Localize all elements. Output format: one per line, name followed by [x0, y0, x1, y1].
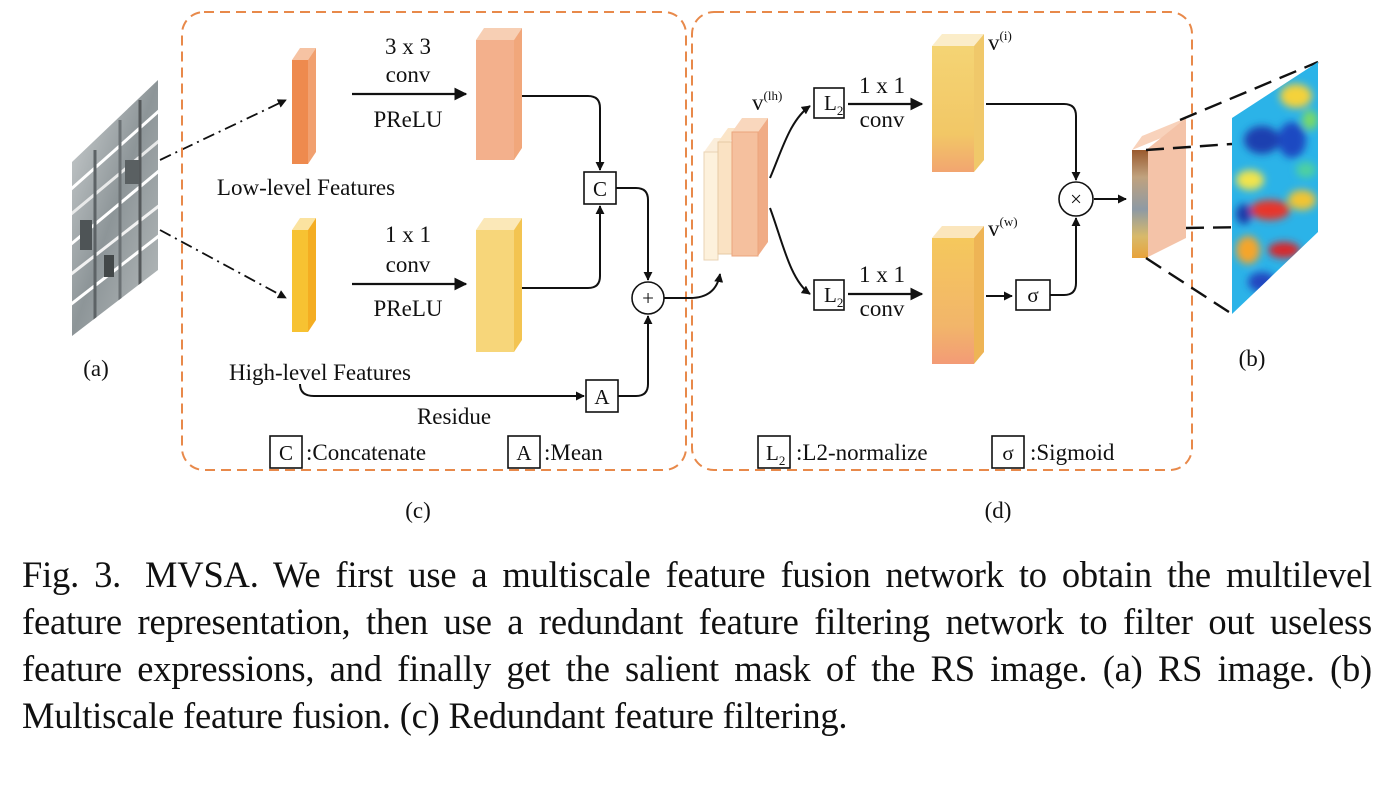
- sum-to-vlh-arrow: [664, 273, 724, 299]
- sum-symbol: +: [642, 286, 654, 310]
- low-level-features-label: Low-level Features: [217, 175, 395, 200]
- bottom-l2-symbol: L2: [824, 283, 843, 310]
- bottom-op-conv: conv: [860, 296, 905, 321]
- top-op-conv: conv: [860, 107, 905, 132]
- vw-feature-block: [932, 226, 984, 364]
- legend-sigmoid-text: :Sigmoid: [1030, 440, 1115, 465]
- vi-feature-block: [932, 34, 984, 172]
- legend-concatenate-symbol: C: [279, 441, 293, 465]
- top-op-kernel: 1 x 1: [859, 73, 905, 98]
- top-l2-symbol: L2: [824, 91, 843, 118]
- panel-label-b: (b): [1239, 346, 1266, 371]
- rs-image: [72, 80, 158, 336]
- concatenate-node: [583, 171, 617, 205]
- high-level-features-label: High-level Features: [229, 360, 411, 385]
- residue-arrow: [299, 383, 585, 401]
- mean-symbol: A: [594, 385, 610, 409]
- legend-l2-box: [757, 435, 791, 469]
- mean-to-sum-arrow: [618, 315, 653, 397]
- high-op-kernel: 1 x 1: [385, 222, 431, 247]
- vlh-label: v(lh): [752, 88, 782, 115]
- bottom-op-kernel: 1 x 1: [859, 262, 905, 287]
- top-l2-norm-node: [813, 87, 845, 119]
- high-op-activation: PReLU: [374, 296, 443, 321]
- high-level-conv-output-block: [476, 218, 522, 352]
- image-to-low-arrow: [159, 99, 287, 161]
- concat-to-sum-arrow: [616, 187, 653, 281]
- multiply-symbol: ×: [1070, 187, 1082, 211]
- low-level-feature-block: [292, 48, 316, 164]
- legend-mean-text: :Mean: [544, 440, 603, 465]
- bottom-l2-norm-node: [813, 279, 845, 311]
- vlh-to-top-arrow: [769, 105, 811, 179]
- fused-output-block: [1132, 118, 1186, 258]
- legend-mean-symbol: A: [516, 441, 532, 465]
- vw-label: v(w): [988, 214, 1018, 241]
- salient-heatmap: [1232, 62, 1318, 314]
- vi-label: v(i): [988, 28, 1012, 55]
- low-to-concat-arrow: [522, 95, 605, 171]
- legend-concatenate-box: [269, 435, 303, 469]
- legend-concatenate-text: :Concatenate: [306, 440, 426, 465]
- panel-label-c: (c): [405, 498, 431, 523]
- legend-sigmoid-symbol: σ: [1002, 441, 1013, 465]
- sigmoid-to-mult-arrow: [1050, 217, 1081, 296]
- panel-label-d: (d): [985, 498, 1012, 523]
- low-op-kernel: 3 x 3: [385, 34, 431, 59]
- legend-mean-box: [507, 435, 541, 469]
- concatenate-symbol: C: [593, 177, 607, 201]
- panel-label-a: (a): [83, 356, 109, 381]
- high-to-concat-arrow: [522, 205, 605, 289]
- multiscale-fusion-module: [181, 11, 687, 471]
- high-op-conv: conv: [386, 252, 431, 277]
- low-level-conv-output-block: [476, 28, 522, 160]
- vlh-to-bottom-arrow: [769, 207, 811, 295]
- vi-to-mult-arrow: [986, 103, 1081, 181]
- legend-l2-symbol: L2: [766, 441, 785, 468]
- low-op-conv: conv: [386, 62, 431, 87]
- sigmoid-symbol: σ: [1027, 283, 1038, 307]
- legend-l2-text: :L2-normalize: [796, 440, 928, 465]
- caption-figure-number: Fig. 3.: [22, 554, 122, 595]
- mvsa-diagram: (a) 3 x 3 conv PReLU Low-level Features …: [72, 11, 1319, 523]
- multiply-node: [1058, 181, 1094, 217]
- residue-label: Residue: [417, 404, 491, 429]
- low-op-activation: PReLU: [374, 107, 443, 132]
- high-level-feature-block: [292, 218, 316, 332]
- caption-text: MVSA. We first use a multiscale feature …: [22, 554, 1372, 736]
- redundant-filtering-module: [691, 11, 1193, 471]
- image-to-high-arrow: [159, 229, 287, 299]
- vlh-feature-block: [703, 118, 768, 261]
- mean-node: [585, 379, 619, 413]
- legend-sigmoid-box: [991, 435, 1025, 469]
- figure-caption: Fig. 3.MVSA. We first use a multiscale f…: [22, 551, 1372, 739]
